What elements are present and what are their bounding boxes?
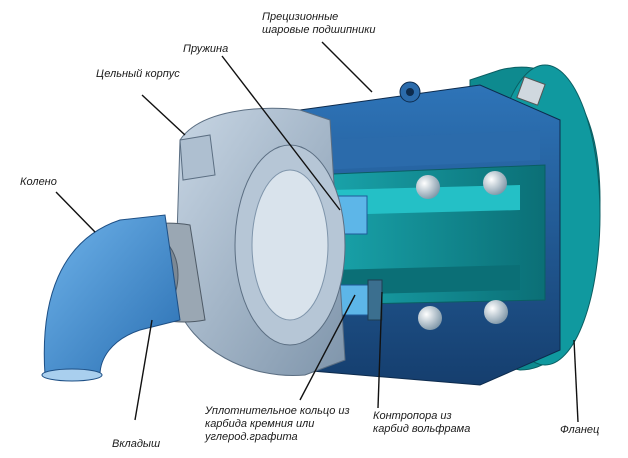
- leader-liner: [134, 319, 153, 421]
- elbow-shape: [41, 214, 181, 382]
- label-spring: Пружина: [183, 43, 229, 55]
- leader-lines: [55, 41, 579, 423]
- label-seal-ring-line1: Уплотнительное кольцо из: [205, 405, 350, 417]
- label-seal-ring-line3: углерод.графита: [205, 431, 298, 443]
- label-elbow: Колено: [20, 176, 57, 188]
- label-counter-bearing-line2: карбид вольфрама: [373, 423, 471, 435]
- leader-elbow: [55, 191, 96, 233]
- label-counter-bearing-line1: Контропора из: [373, 410, 452, 422]
- label-counter-bearing: Контропора из карбид вольфрама: [373, 410, 470, 436]
- label-seal-ring: Уплотнительное кольцо из карбида кремния…: [205, 405, 350, 444]
- label-flange: Фланец: [560, 424, 600, 436]
- leader-counter-bearing: [377, 291, 383, 409]
- housing-shape: [174, 107, 346, 377]
- leader-flange: [573, 339, 579, 423]
- leader-housing: [141, 94, 186, 136]
- label-bearings-line2: шаровые подшипники: [262, 24, 376, 36]
- label-bearings: Прецизионные шаровые подшипники: [262, 11, 376, 37]
- label-bearings-line1: Прецизионные: [262, 11, 339, 23]
- label-housing: Цельный корпус: [96, 68, 180, 80]
- leader-spring: [221, 55, 341, 211]
- label-seal-ring-line2: карбида кремния или: [205, 418, 315, 430]
- leader-seal-ring: [299, 294, 356, 401]
- bearing-balls: [416, 171, 508, 330]
- leader-bearings: [321, 41, 373, 93]
- label-liner: Вкладыш: [112, 438, 161, 450]
